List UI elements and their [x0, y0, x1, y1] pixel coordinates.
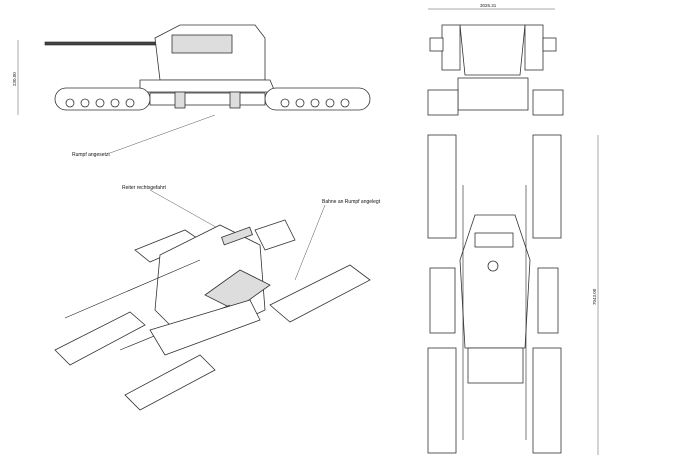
top-view: 7043.00: [427, 134, 599, 455]
top-length-dim: 7043.00: [592, 288, 597, 305]
callout-side: Rumpf angesetzt: [72, 152, 110, 158]
callout-iso-left: Reiter rechtsgefahrt: [122, 185, 167, 191]
side-height-dim: 230.00: [12, 72, 17, 86]
side-view: 230.00: [12, 24, 371, 115]
front-width-dim: 3026.31: [480, 3, 497, 8]
front-view: 3026.31: [427, 3, 564, 116]
isometric-view: Reiter rechtsgefahrt Bahne an Rumpf ange…: [54, 185, 381, 411]
callout-iso-right: Bahne an Rumpf angelegt: [322, 199, 381, 205]
